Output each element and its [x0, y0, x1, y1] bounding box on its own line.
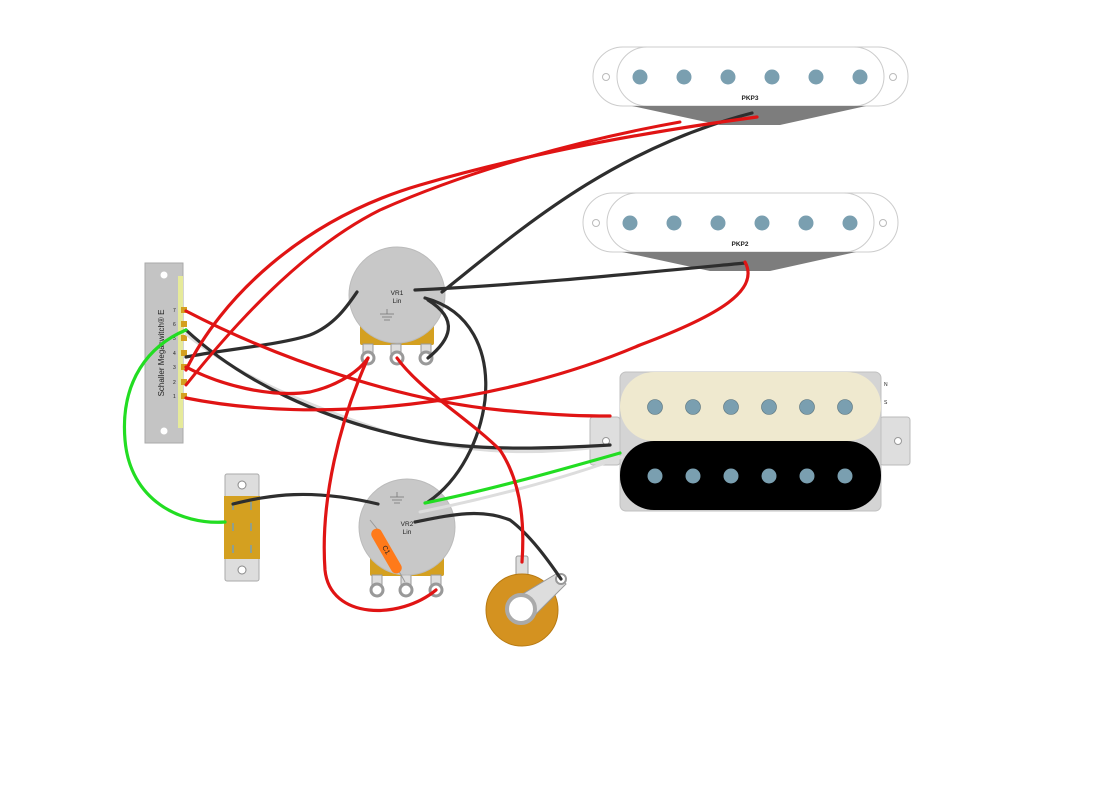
wire-red-pkp2-switch — [184, 260, 750, 412]
wire-red-vr1-jack — [395, 356, 525, 564]
switch-pin-3 — [181, 364, 187, 370]
humbucker-north-label: N — [884, 382, 888, 388]
switch-pin-4 — [181, 350, 187, 356]
wires — [122, 111, 759, 613]
pickup-pkp2: PKP2 — [582, 192, 899, 271]
switch-pin-label-2: 2 — [173, 380, 176, 386]
wire-black-pkp2-vr1 — [413, 261, 747, 292]
ground-icon — [380, 309, 394, 321]
switch-pin-label-1: 1 — [173, 394, 176, 400]
pkp3-pole-pieces — [632, 69, 868, 85]
wire-black-pkp3-vr1 — [440, 111, 754, 294]
humbucker-north-screws — [647, 399, 853, 415]
capacitor-label: C1 — [380, 545, 391, 556]
wire-black-switch-vr1 — [184, 290, 359, 359]
pkp2-label: PKP2 — [732, 241, 749, 248]
switch-pin-label-3: 3 — [173, 365, 176, 371]
pickup-humbucker: N S — [589, 371, 911, 512]
wire-red-switch-vr1 — [184, 356, 370, 396]
wire-red-pkp3-switch — [184, 115, 759, 372]
wire-green-hum-vr2 — [423, 451, 622, 505]
switch-pin-label-6: 6 — [173, 322, 176, 328]
humbucker-south-poles — [647, 468, 853, 484]
wire-black-switch-hum — [184, 328, 612, 450]
switch-pin-label-7: 7 — [173, 308, 176, 314]
switch-pin-label-4: 4 — [173, 351, 176, 357]
switch-pin-6 — [181, 321, 187, 327]
wire-white-hum-to-vr2 — [418, 455, 624, 514]
vr1-taper: Lin — [393, 298, 402, 305]
vr1-name: VR1 — [391, 290, 404, 297]
wire-red-switch-long — [184, 120, 682, 387]
vr2-name: VR2 — [401, 521, 414, 528]
vr2-taper: Lin — [403, 529, 412, 536]
switch-label: Schaller Megaswitch® E — [157, 310, 166, 397]
switch-pin-5 — [181, 335, 187, 341]
wire-black-vr1-ground — [426, 298, 450, 360]
switch-pin-7 — [181, 307, 187, 313]
capacitor-block — [224, 473, 260, 582]
ground-icon — [390, 492, 404, 504]
wire-black-cap-vr2 — [231, 492, 380, 506]
pkp2-pole-pieces — [622, 215, 858, 231]
wire-red-hum-switch — [184, 309, 612, 418]
switch-pin-2 — [181, 379, 187, 385]
switch-pin-label-5: 5 — [173, 336, 176, 342]
switch-pin-1 — [181, 393, 187, 399]
output-jack — [485, 555, 567, 647]
humbucker-south-label: S — [884, 400, 888, 406]
switch-pins — [181, 307, 187, 399]
wire-black-vr2-jack — [413, 511, 563, 581]
pickup-pkp3: PKP3 — [592, 46, 909, 125]
pkp3-label: PKP3 — [742, 95, 759, 102]
wire-black-vr1-vr2 — [423, 296, 488, 504]
pot-vr1: VR1 Lin — [348, 246, 446, 366]
wire-red-vr1-vr2 — [322, 356, 438, 613]
capacitor-c1: C1 — [369, 519, 406, 583]
wire-green-switch-cap — [122, 328, 227, 524]
